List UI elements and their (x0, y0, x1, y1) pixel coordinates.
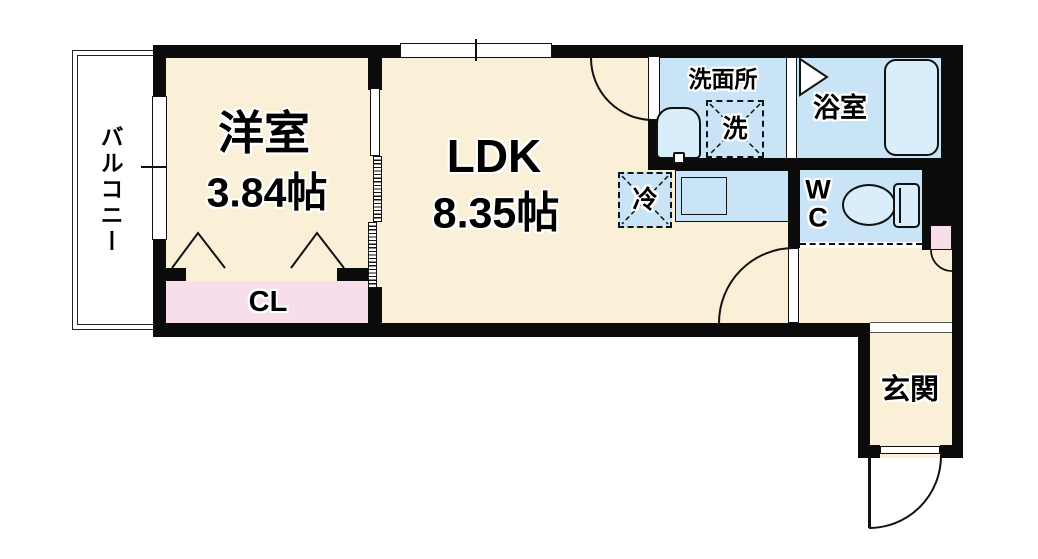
wall-kitchen-wc (788, 158, 800, 248)
wall-entrance-right (952, 330, 963, 445)
room-balcony-label: バルコニー (97, 125, 124, 255)
wall-partition-top (368, 58, 382, 90)
wall-entry-jamb-right (940, 445, 963, 458)
wall-bottom (153, 323, 868, 337)
shoe-cabinet (930, 225, 952, 250)
wall-closet-stub-left (166, 268, 186, 281)
washroom-doorway (648, 56, 660, 120)
wall-entry-jamb-left (858, 445, 880, 458)
wc-threshold-dashed-line (800, 243, 922, 245)
kitchen-sink (681, 177, 727, 215)
wall-right-mid (952, 250, 963, 330)
room-western-size: 3.84帖 (206, 169, 328, 216)
ldk-top-window-tick (475, 39, 477, 61)
washbasin-tap (673, 152, 685, 164)
room-balcony (72, 50, 156, 330)
room-closet (166, 281, 368, 323)
toilet-tank-line (899, 188, 901, 223)
toilet-tank-icon (893, 183, 920, 228)
entry-door-leaf (868, 456, 871, 528)
balcony-window-divider (141, 166, 167, 168)
wall-partition-bottom (368, 287, 382, 323)
room-entrance-label: 玄関 (880, 373, 940, 406)
entry-threshold (880, 446, 940, 454)
balcony-inner-line (77, 55, 156, 325)
wall-entrance-left (858, 323, 870, 458)
entrance-floor (858, 323, 952, 458)
room-closet-label: CL (248, 285, 288, 318)
wall-mid-horizontal (648, 158, 963, 170)
room-wc-label: WC (805, 174, 831, 233)
wc-threshold (800, 242, 922, 248)
wall-closet-stub-right (337, 268, 368, 281)
room-washroom-label: 洗面所 (688, 65, 758, 92)
wall-left-upper (153, 45, 166, 97)
room-ldk-size: 8.35帖 (432, 189, 560, 238)
sliding-door-track-upper (373, 156, 382, 222)
sliding-door-panel (370, 88, 380, 156)
room-western-label: 洋室 (218, 106, 310, 159)
entrance-step (870, 322, 952, 333)
hall-door-leaf (788, 248, 799, 323)
wall-top (153, 45, 963, 58)
washer-label: 洗 (722, 114, 748, 143)
fridge-label: 冷 (632, 185, 658, 214)
bathroom-doorway (786, 58, 797, 158)
kitchen-counter (675, 170, 789, 222)
room-ldk-label: LDK (446, 129, 542, 182)
wall-left-lower (153, 237, 166, 337)
bathtub-icon (884, 59, 939, 156)
balcony-window (152, 96, 167, 240)
entry-door-swing-icon (868, 455, 942, 529)
wall-right-top (941, 45, 963, 158)
washbasin-icon (656, 107, 701, 164)
room-bathroom-label: 浴室 (813, 92, 867, 123)
toilet-bowl-icon (842, 184, 896, 226)
sliding-door-track-lower (368, 222, 377, 288)
